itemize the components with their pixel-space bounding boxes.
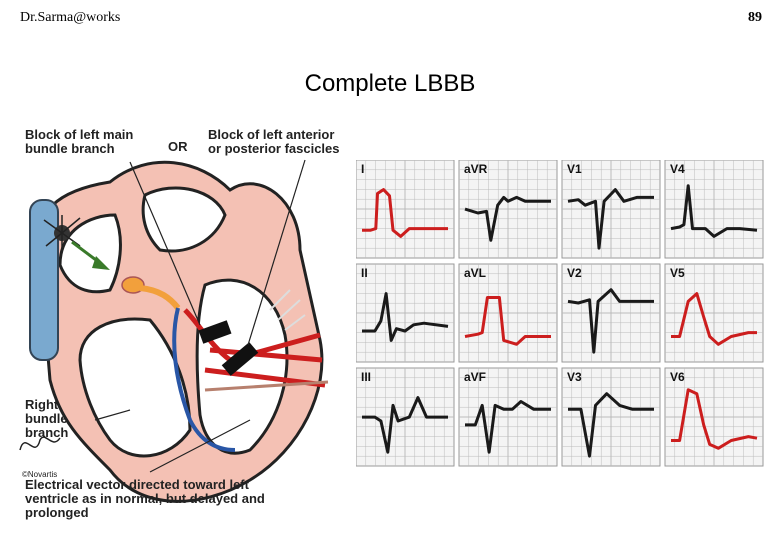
left-atrium (141, 186, 227, 253)
ecg-trace-avr (464, 195, 551, 242)
ecg-lead-label: V4 (670, 162, 685, 176)
ecg-trace-v6 (671, 388, 758, 450)
ecg-trace-v1 (567, 188, 654, 250)
ecg-lead-label: V1 (567, 162, 582, 176)
ecg-lead-label: III (361, 370, 371, 384)
ecg-trace-v2 (567, 288, 654, 354)
ecg-trace-avf (465, 400, 551, 454)
ecg-lead-label: aVR (464, 162, 488, 176)
ecg-trace-i (362, 188, 448, 238)
heart-diagram (19, 159, 329, 503)
right-ventricle (78, 317, 192, 458)
ecg-trace-iii (362, 396, 448, 454)
author-credit: Dr.Sarma@works (20, 10, 121, 25)
right-atrium (58, 213, 122, 294)
ecg-trace-ii (362, 292, 449, 342)
ecg-lead-avl: aVL (458, 263, 558, 363)
ecg-lead-label: V6 (670, 370, 685, 384)
artist-signature (19, 436, 61, 451)
ecg-lead-label: II (361, 266, 368, 280)
right-bundle-branch (172, 307, 236, 452)
ecg-lead-label: V5 (670, 266, 685, 280)
ecg-lead-v3: V3 (561, 367, 661, 467)
block-bar-main (198, 320, 232, 344)
ecg-lead-label: V2 (567, 266, 582, 280)
ecg-lead-label: I (361, 162, 364, 176)
ecg-lead-avr: aVR (458, 160, 558, 259)
label-right-bundle-branch: Right bundle branch (25, 397, 69, 440)
ecg-lead-label: aVL (464, 266, 486, 280)
label-left-main-block: Block of left main bundle branch (25, 127, 134, 156)
ecg-trace-v4 (670, 184, 758, 238)
av-node (121, 276, 145, 294)
vena-cava (29, 199, 59, 361)
label-or: OR (168, 139, 188, 154)
ecg-lead-label: aVF (464, 370, 486, 384)
ecg-trace-v3 (568, 392, 654, 458)
ecg-trace-v5 (671, 292, 757, 346)
page-number: 89 (748, 10, 762, 25)
ecg-lead-v5: V5 (664, 263, 764, 363)
ecg-lead-ii: II (356, 263, 455, 363)
ecg-lead-avf: aVF (458, 367, 558, 467)
ecg-lead-label: V3 (567, 370, 582, 384)
slide-title: Complete LBBB (304, 70, 476, 97)
ecg-lead-i: I (356, 160, 455, 259)
ecg-lead-iii: III (356, 367, 455, 467)
block-bar-fascicle (221, 342, 259, 376)
label-fascicle-block: Block of left anterior or posterior fasc… (208, 127, 340, 156)
ecg-lead-v1: V1 (561, 160, 661, 259)
ecg-lead-v4: V4 (664, 160, 764, 259)
ecg-trace-avl (464, 296, 551, 346)
ecg-lead-v2: V2 (561, 263, 661, 363)
caption: Electrical vector directed toward left v… (25, 477, 265, 520)
ecg-lead-v6: V6 (664, 367, 764, 467)
credit-text: ©Novartis (22, 470, 58, 479)
